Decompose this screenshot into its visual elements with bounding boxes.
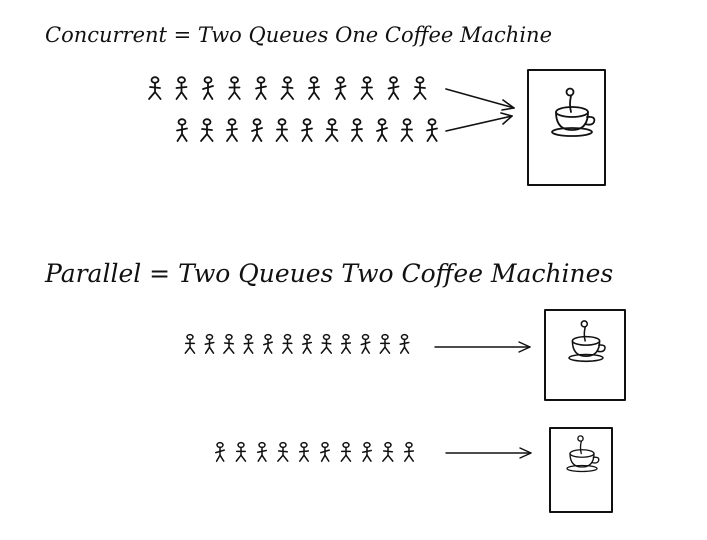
person-figure (255, 76, 267, 100)
person-figure (399, 333, 410, 354)
person-figure (148, 76, 162, 100)
coffee-machine-shared (527, 69, 606, 186)
person-figure (382, 441, 394, 462)
person-figure (176, 118, 188, 142)
person-figure (400, 118, 414, 142)
person-figure (277, 441, 289, 462)
person-figure (360, 76, 374, 100)
person-figure (184, 333, 196, 354)
person-figure (334, 76, 347, 100)
person-figure (251, 118, 263, 142)
person-figure (226, 118, 238, 142)
coffee-cup-icon (566, 435, 600, 473)
concurrent-title: Concurrent = Two Queues One Coffee Machi… (45, 23, 552, 47)
person-figure (275, 118, 289, 142)
person-figure (298, 441, 310, 462)
arrow-queue-2-to-machine (445, 112, 513, 132)
person-figure (325, 118, 339, 142)
person-figure (282, 333, 293, 354)
person-figure (320, 333, 333, 354)
person-figure (301, 333, 313, 354)
person-figure (280, 76, 294, 100)
coffee-cup-icon (551, 87, 596, 137)
arrow-queue-4-to-machine (445, 447, 532, 459)
arrow-queue-3-to-machine (434, 341, 531, 353)
person-figure (379, 333, 391, 354)
person-figure (387, 76, 400, 100)
person-figure (351, 118, 363, 142)
person-figure (200, 118, 214, 142)
person-figure (413, 76, 427, 100)
person-figure (340, 441, 352, 462)
person-figure (202, 76, 214, 100)
coffee-machine-1 (544, 309, 626, 401)
person-figure (426, 118, 438, 142)
person-figure (214, 441, 226, 462)
person-figure (319, 441, 331, 462)
coffee-machine-2 (549, 427, 613, 513)
parallel-title: Parallel = Two Queues Two Coffee Machine… (44, 259, 613, 288)
person-figure (256, 441, 268, 462)
person-figure (204, 333, 215, 354)
person-figure (361, 441, 373, 462)
person-figure (301, 118, 313, 142)
person-figure (243, 333, 254, 354)
person-figure (360, 333, 371, 354)
person-figure (175, 76, 188, 100)
arrow-queue-1-to-machine (445, 88, 515, 111)
queue-people (148, 76, 438, 462)
person-figure (340, 333, 352, 354)
coffee-cup-icon (568, 320, 606, 363)
person-figure (376, 118, 388, 142)
person-figure (228, 76, 241, 100)
person-figure (262, 333, 274, 354)
person-figure (403, 441, 415, 462)
person-figure (308, 76, 320, 100)
person-figure (235, 441, 247, 462)
person-figure (223, 333, 235, 354)
